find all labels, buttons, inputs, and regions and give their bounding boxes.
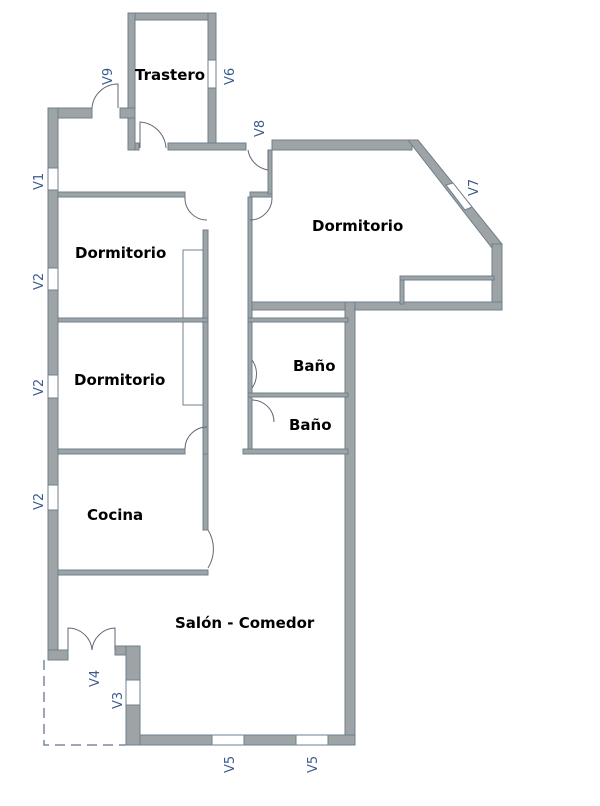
room-label-salon-comedor: Salón - Comedor: [175, 614, 315, 632]
label-v4: V4: [88, 670, 103, 687]
label-v6: V6: [223, 68, 238, 85]
label-v2: V2: [32, 379, 47, 396]
label-v8: V8: [253, 120, 268, 137]
room-label-trastero: Trastero: [135, 66, 205, 84]
doors: [67, 83, 275, 651]
opening-labels: V9 V6 V8 V1 V2 V2 V2 V7 V4 V3 V5 V5: [32, 68, 482, 773]
label-v9: V9: [101, 68, 116, 85]
label-v3: V3: [111, 692, 126, 709]
label-v2: V2: [32, 273, 47, 290]
room-label-bano: Baño: [289, 416, 332, 434]
room-label-cocina: Cocina: [87, 506, 143, 524]
label-v2: V2: [32, 493, 47, 510]
label-v5: V5: [223, 756, 238, 773]
label-v7: V7: [467, 179, 482, 196]
label-v1: V1: [32, 173, 47, 190]
room-label-dormitorio: Dormitorio: [74, 371, 165, 389]
room-label-dormitorio: Dormitorio: [75, 244, 166, 262]
label-v5: V5: [306, 756, 321, 773]
windows: [47, 59, 473, 746]
terrace-outline: [43, 660, 126, 746]
room-label-bano: Baño: [293, 357, 336, 375]
room-label-dormitorio: Dormitorio: [312, 217, 403, 235]
